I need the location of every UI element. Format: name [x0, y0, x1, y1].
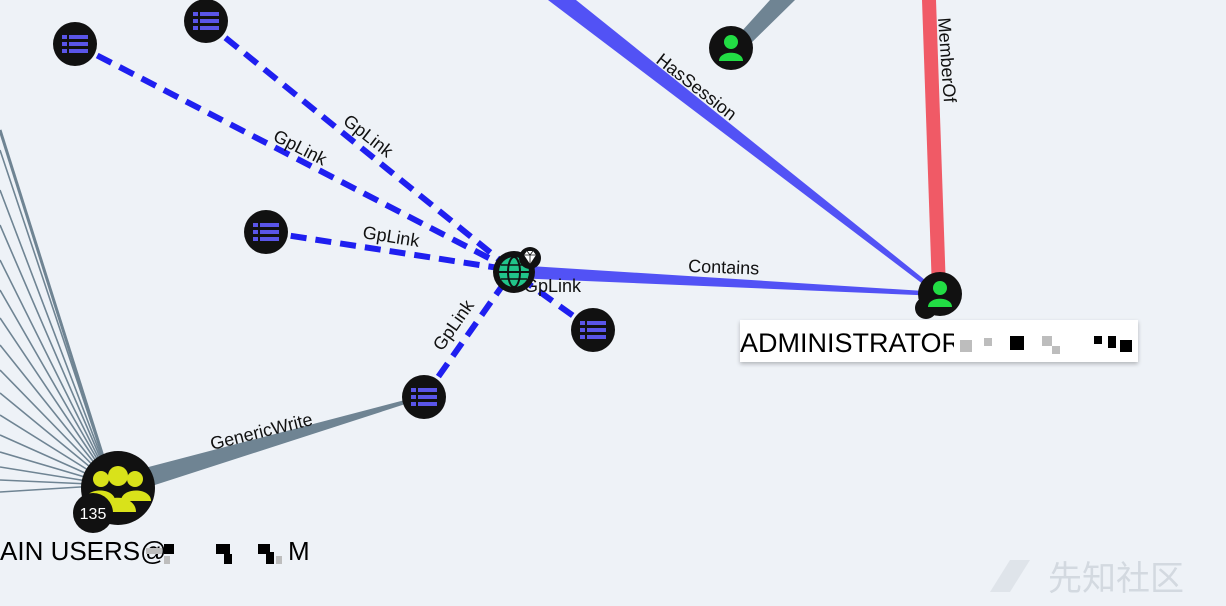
list-icon — [253, 223, 279, 241]
gplink-edges[interactable] — [73, 19, 595, 399]
gpo-node-1[interactable] — [53, 22, 97, 66]
list-icon — [62, 35, 88, 53]
edge-contains[interactable] — [514, 265, 940, 296]
gpo-node-3[interactable] — [244, 210, 288, 254]
administrator-node[interactable] — [915, 272, 962, 319]
list-icon — [411, 388, 437, 406]
gpo-node-2[interactable] — [184, 0, 228, 43]
watermark: 先知社区 — [1048, 559, 1184, 599]
administrator-label-box: ADMINISTRATOR — [740, 320, 1138, 362]
edge-fan — [0, 129, 114, 493]
gpo-node-4[interactable] — [571, 308, 615, 352]
domain-users-label-tail: M — [288, 536, 310, 566]
gpo-node-5[interactable] — [402, 375, 446, 419]
diamond-icon — [519, 247, 541, 269]
user-node-top[interactable] — [709, 26, 753, 70]
edge-generic-write[interactable] — [118, 395, 424, 495]
edge-label-gplink-5: GpLink — [524, 276, 582, 296]
redacted-block-2 — [146, 540, 296, 568]
list-icon — [193, 12, 219, 30]
user-icon — [928, 281, 952, 307]
domain-node[interactable] — [493, 247, 541, 293]
edge-has-session[interactable] — [548, 0, 940, 294]
member-count-badge: 135 — [73, 493, 113, 533]
edge-label-contains: Contains — [688, 256, 760, 278]
watermark-logo-icon — [990, 560, 1030, 592]
domain-users-label-row: AIN USERS@ M — [0, 536, 330, 572]
edge-label-gplink-4: GpLink — [429, 295, 479, 354]
domain-users-label: AIN USERS@ — [0, 536, 167, 566]
user-icon — [719, 35, 743, 61]
edge-member-of[interactable] — [922, 0, 946, 290]
administrator-label: ADMINISTRATOR — [740, 328, 962, 358]
member-count: 135 — [80, 506, 107, 523]
redacted-block — [954, 326, 1138, 360]
list-icon — [580, 321, 606, 339]
